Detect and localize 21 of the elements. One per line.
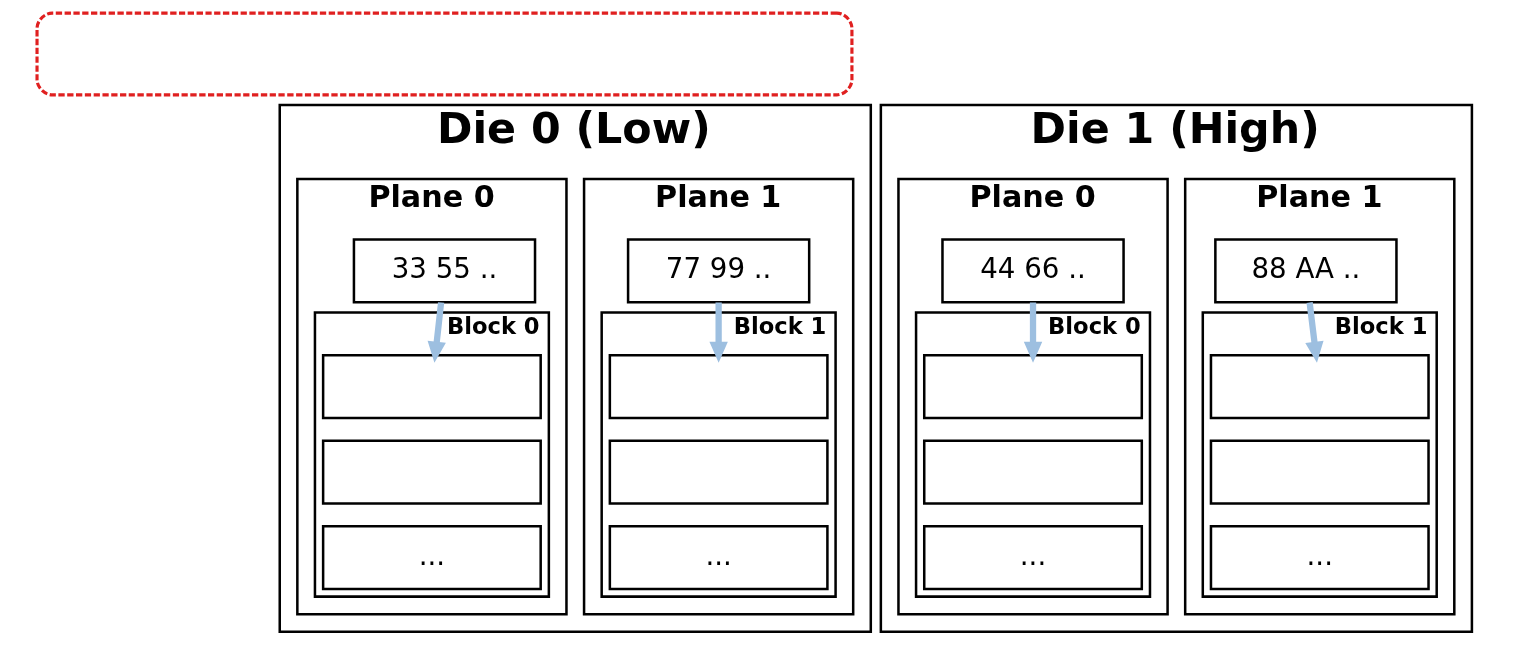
node-box: ... <box>321 524 542 591</box>
node-box <box>608 439 829 505</box>
arrow <box>427 302 446 363</box>
node-box <box>321 353 542 420</box>
node-box: ... <box>608 524 829 591</box>
node-box <box>608 353 829 420</box>
arrow <box>1304 302 1324 363</box>
node-box: 77 99 .. <box>626 238 810 304</box>
node-box <box>1209 353 1430 420</box>
node-box: 33 55 .. <box>352 238 536 304</box>
node-box: ... <box>1209 524 1430 591</box>
node-box <box>1209 439 1430 505</box>
node-box: ... <box>922 524 1143 591</box>
node-box <box>34 11 853 97</box>
arrow <box>1023 302 1042 363</box>
node-box: 44 66 .. <box>940 238 1125 304</box>
arrow <box>708 302 728 363</box>
node-box <box>922 353 1143 420</box>
node-box: 88 AA .. <box>1213 238 1398 304</box>
node-box <box>922 439 1143 505</box>
node-box <box>321 439 542 505</box>
